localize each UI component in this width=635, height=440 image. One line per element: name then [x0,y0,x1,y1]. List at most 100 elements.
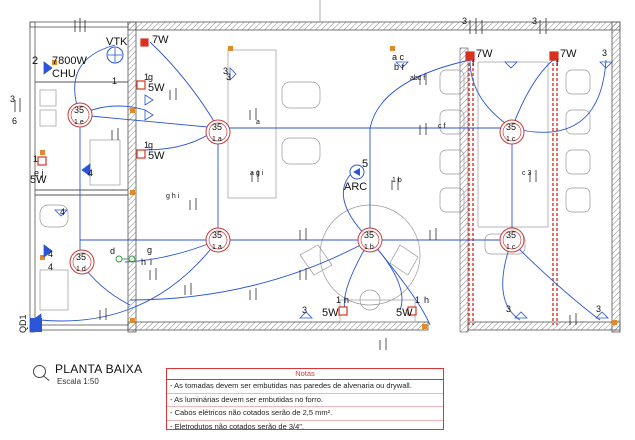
chu-label: CHU [52,68,76,80]
lum-a2-power: 35 [212,230,222,240]
luminaire-e [67,102,93,128]
lum-e-power: 35 [74,105,84,115]
vtk-exhaust [106,46,124,64]
wiring [39,41,607,326]
note-item: - As luminárias devem ser embutidas no f… [167,394,443,407]
lum-b-id: 1 b [364,244,374,251]
plan-title-block: PLANTA BAIXA Escala 1:50 [33,362,142,386]
lum-c2-power: 35 [506,230,516,240]
c3-top-b: 3 [532,16,537,26]
c3-left: 3 [10,94,15,104]
luminaire-c-bottom [499,227,525,253]
c4-d: 4 [48,262,53,272]
equipment-labels: VTK 7800W CHU 2 5 ARC QD1 7W 7W 7W 5W 5W… [18,34,577,333]
plan-scale: Escala 1:50 [57,377,99,386]
circuit-labels: 1 g 1 g 3 4 4 4 4 1 1 d g h i a c b f ab… [10,16,607,315]
ghi-label: g h i [166,193,180,200]
c4-c: 4 [48,249,53,259]
lum-c-id: 1 c [506,136,516,143]
abcf-label: abc f [410,75,425,82]
arc-unit [349,164,365,180]
lum-c-power: 35 [506,122,516,132]
d-label: d [110,246,115,256]
f-a: f [472,58,475,68]
h-c: h [424,295,429,305]
lum-a-power: 35 [212,122,222,132]
luminaire-a-bottom [205,227,231,253]
c6-left: 6 [12,116,17,126]
spot-7w-right: 7W [560,48,577,60]
c4-b: 4 [60,207,65,217]
arc-label: ARC [344,181,367,193]
luminaire-c-top [499,119,525,145]
furniture [39,49,591,323]
bf-label: b f [394,62,405,72]
c1-d: 1 [33,154,38,164]
g-a: g [148,72,153,82]
c3-right: 3 [602,48,607,58]
red-boxes [37,38,559,316]
c3-bot-c: 3 [302,305,307,315]
lum-d-power: 35 [76,252,86,262]
cf-label: c f [438,123,445,130]
ac-label: a c [392,52,405,62]
c3-bot-a: 3 [506,304,511,314]
c3-label: c 3 [522,170,531,177]
green-switch [115,255,136,263]
notes-heading: Notas [167,369,443,380]
g-b: g [148,140,153,150]
ej-label: e j [34,168,44,178]
outlet-boxes [40,46,617,329]
luminaire-labels: 35 1 a 35 1 c 35 1 a 35 1 b 35 1 c 35 1 … [74,105,516,273]
spot-5w-1: 5W [148,82,165,94]
lum-a2-id: 1 a [212,244,222,251]
note-item: - As tomadas devem ser embutidas nas par… [167,380,443,394]
section-bubble-icon [33,365,46,378]
c1-e: 1 [336,295,341,305]
luminaire-d [69,249,95,275]
c4-a: 4 [88,168,93,178]
spot-5w-4: 5W [322,307,339,319]
spot-5w-3: 5W [30,174,47,186]
luminaire-a-top [205,119,231,145]
c3-bot-b: 3 [596,304,601,314]
c1-f: 1 [415,295,420,305]
luminaire-b [357,227,383,253]
notes-box: Notas - As tomadas devem ser embutidas n… [166,368,444,431]
agi-label: a g i [250,170,264,177]
lum-a-id: 1 a [212,136,222,143]
note-item: - Eletrodutos não cotados serão de 3/4". [170,421,304,431]
chu-circuit: 2 [32,55,38,67]
b1-label: 1 b [392,177,402,184]
f-b: f [556,58,559,68]
c3-a: 3 [223,66,228,76]
lum-c2-id: 1 c [506,244,516,251]
chu-power-label: 7800W [52,55,87,67]
panel-qd [30,318,42,332]
spot-7w-left: 7W [152,34,169,46]
c1-c: 1 [112,76,117,86]
i-a: i [150,257,152,267]
h-b: h [344,295,349,305]
arc-circuit: 5 [362,158,368,170]
note-item: - Cabos elétricos não cotados serão de 2… [167,407,443,421]
spot-5w-5: 5W [396,307,413,319]
lum-e-id: 1 e [74,119,84,126]
c1-a: 1 [144,72,149,82]
c3-b: 3 [226,72,231,82]
c1-b: 1 [144,140,149,150]
c3-top-a: 3 [462,16,467,26]
plan-title: PLANTA BAIXA [55,362,143,376]
qd-label: QD1 [18,314,28,333]
h-a: h [141,257,146,267]
red-conduits [468,58,558,325]
lum-b-power: 35 [364,230,374,240]
wire-tick-marks [14,18,577,350]
a-label: a [256,119,260,126]
spot-5w-2: 5W [148,150,165,162]
vtk-label: VTK [106,36,128,48]
spot-7w-mid: 7W [476,48,493,60]
lum-d-id: 1 d [76,266,86,273]
g-c: g [147,245,152,255]
